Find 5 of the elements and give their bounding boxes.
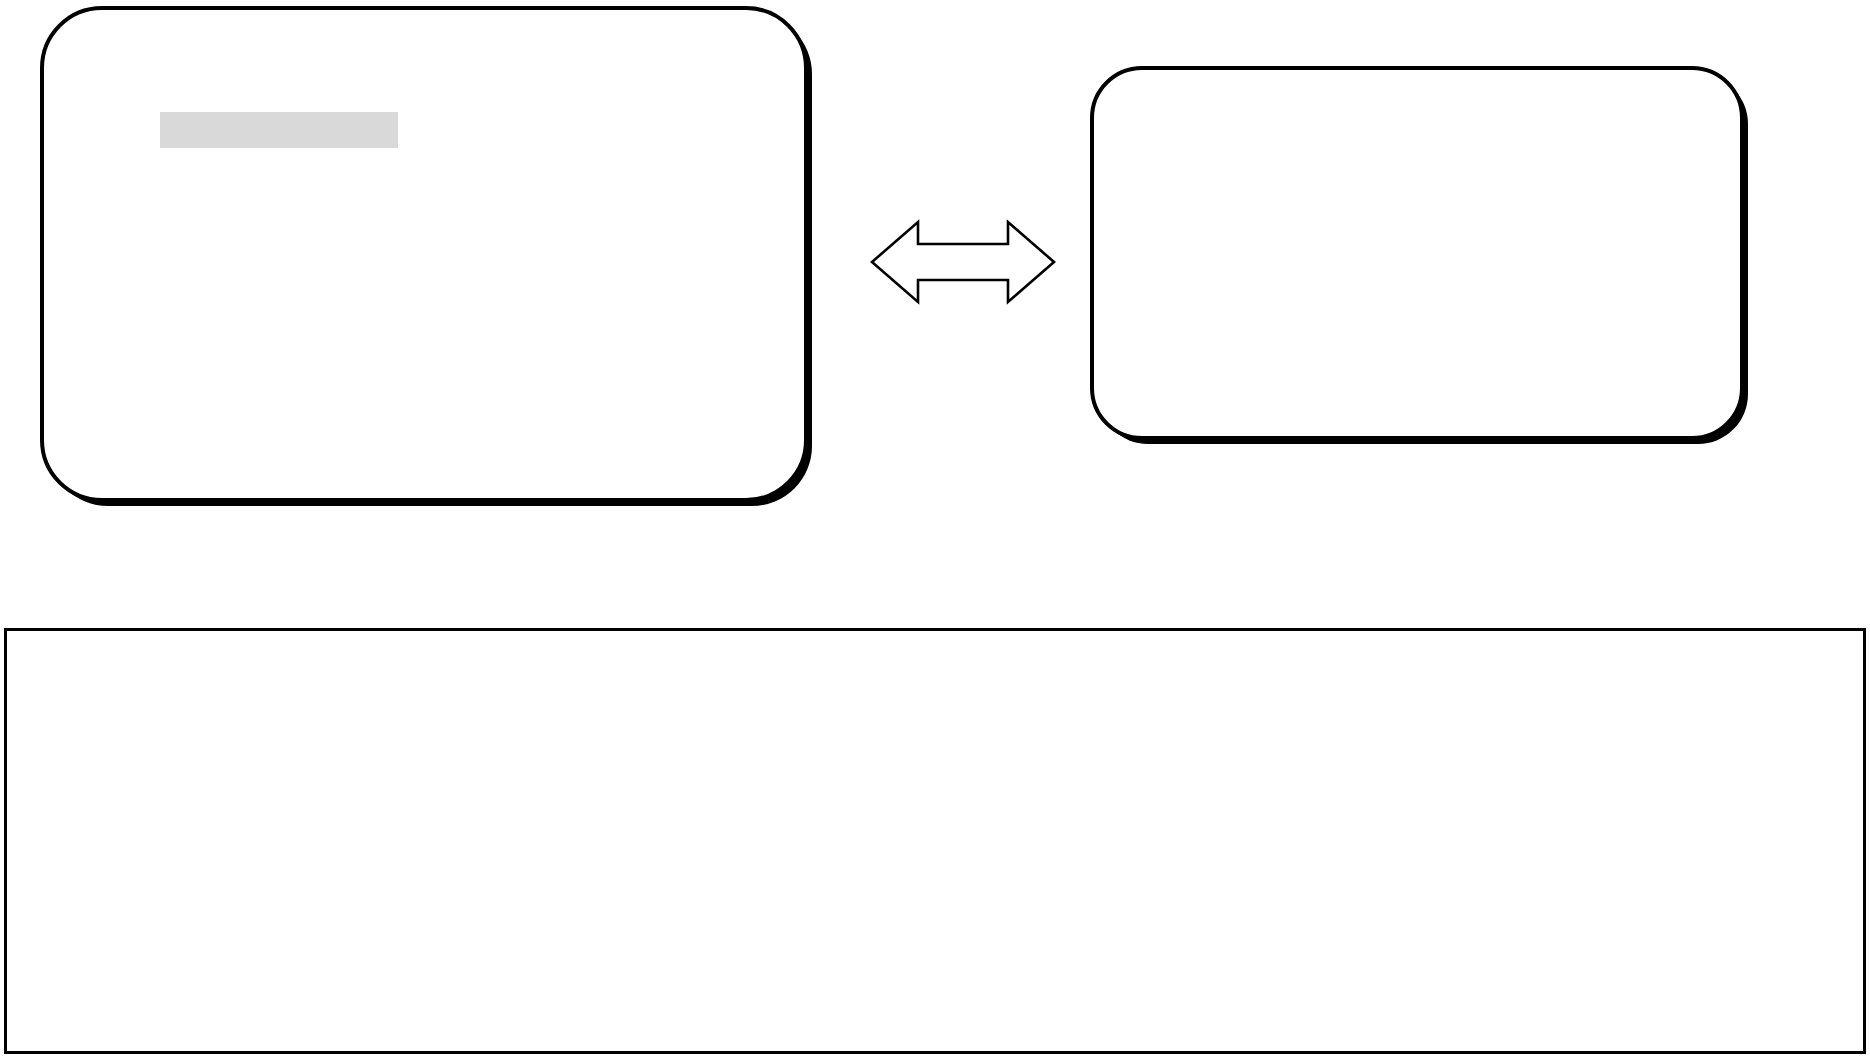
rounded-box — [1090, 66, 1752, 448]
rounded-box — [40, 6, 816, 510]
placeholder-bar — [160, 112, 398, 148]
rectangle-panel — [4, 628, 1866, 1054]
double-arrow — [870, 219, 1056, 305]
